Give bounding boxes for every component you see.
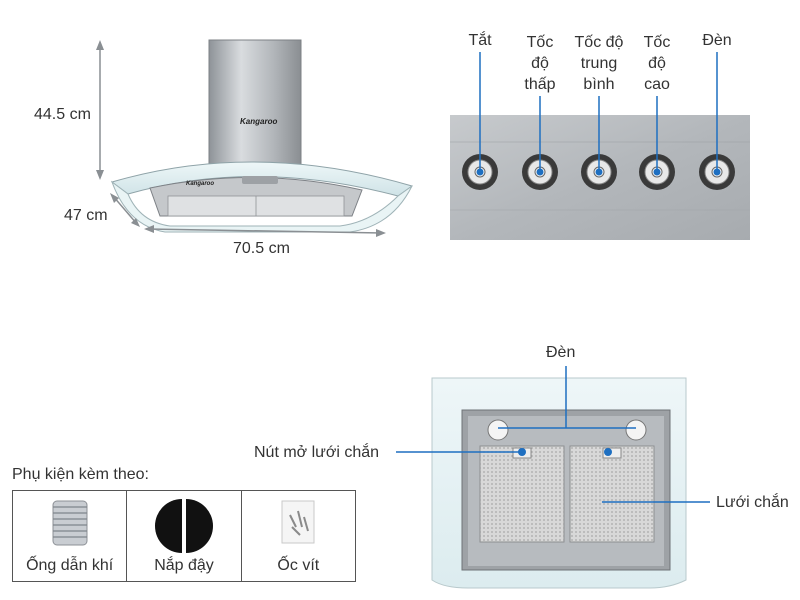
filter-label: Lưới chắn: [716, 494, 789, 511]
light-button-label: Đèn: [702, 32, 732, 49]
accessories-box: Ống dẫn khí Nắp đậy Ốc vít: [12, 490, 356, 582]
depth-dimension-label: 47 cm: [64, 207, 108, 224]
cover-icon: [154, 499, 213, 553]
hood-illustration: [96, 39, 414, 237]
screws-icon: [281, 500, 315, 544]
high-speed-label: Tốc độ cao: [643, 34, 671, 93]
control-panel-figure: Tắt Tốc độ thấp Tốc độ trung bình Tốc độ…: [440, 20, 760, 250]
accessory-item-cover: Nắp đậy: [127, 491, 242, 581]
brand-logo: Kangaroo: [240, 117, 278, 126]
underside-figure: Đèn Nút mở lưới chắn Lưới chắn: [230, 330, 800, 600]
accessory-name: Ống dẫn khí: [26, 557, 114, 574]
accessory-name: Nắp đậy: [154, 557, 214, 574]
width-dimension-label: 70.5 cm: [233, 240, 290, 257]
accessory-item-screws: Ốc vít: [242, 491, 355, 581]
accessory-name: Ốc vít: [277, 557, 320, 574]
hood-dimension-figure: Kangaroo Kangaroo 44.5 cm 47 cm 70.5 cm: [0, 0, 420, 270]
off-button-label: Tắt: [468, 32, 492, 49]
height-dimension-label: 44.5 cm: [34, 106, 91, 123]
accessory-item-duct: Ống dẫn khí: [13, 491, 128, 581]
control-leader-lines: [476, 52, 721, 176]
brand-logo-front: Kangaroo: [186, 181, 215, 187]
filter-release-label: Nút mở lưới chắn: [254, 444, 380, 461]
accessories-title: Phụ kiện kèm theo:: [12, 466, 149, 483]
duct-icon: [52, 500, 88, 546]
low-speed-label: Tốc độ thấp: [524, 34, 556, 93]
underside-illustration: [396, 366, 710, 589]
medium-speed-label: Tốc độ trung bình: [574, 34, 624, 93]
underside-light-label: Đèn: [546, 344, 576, 361]
